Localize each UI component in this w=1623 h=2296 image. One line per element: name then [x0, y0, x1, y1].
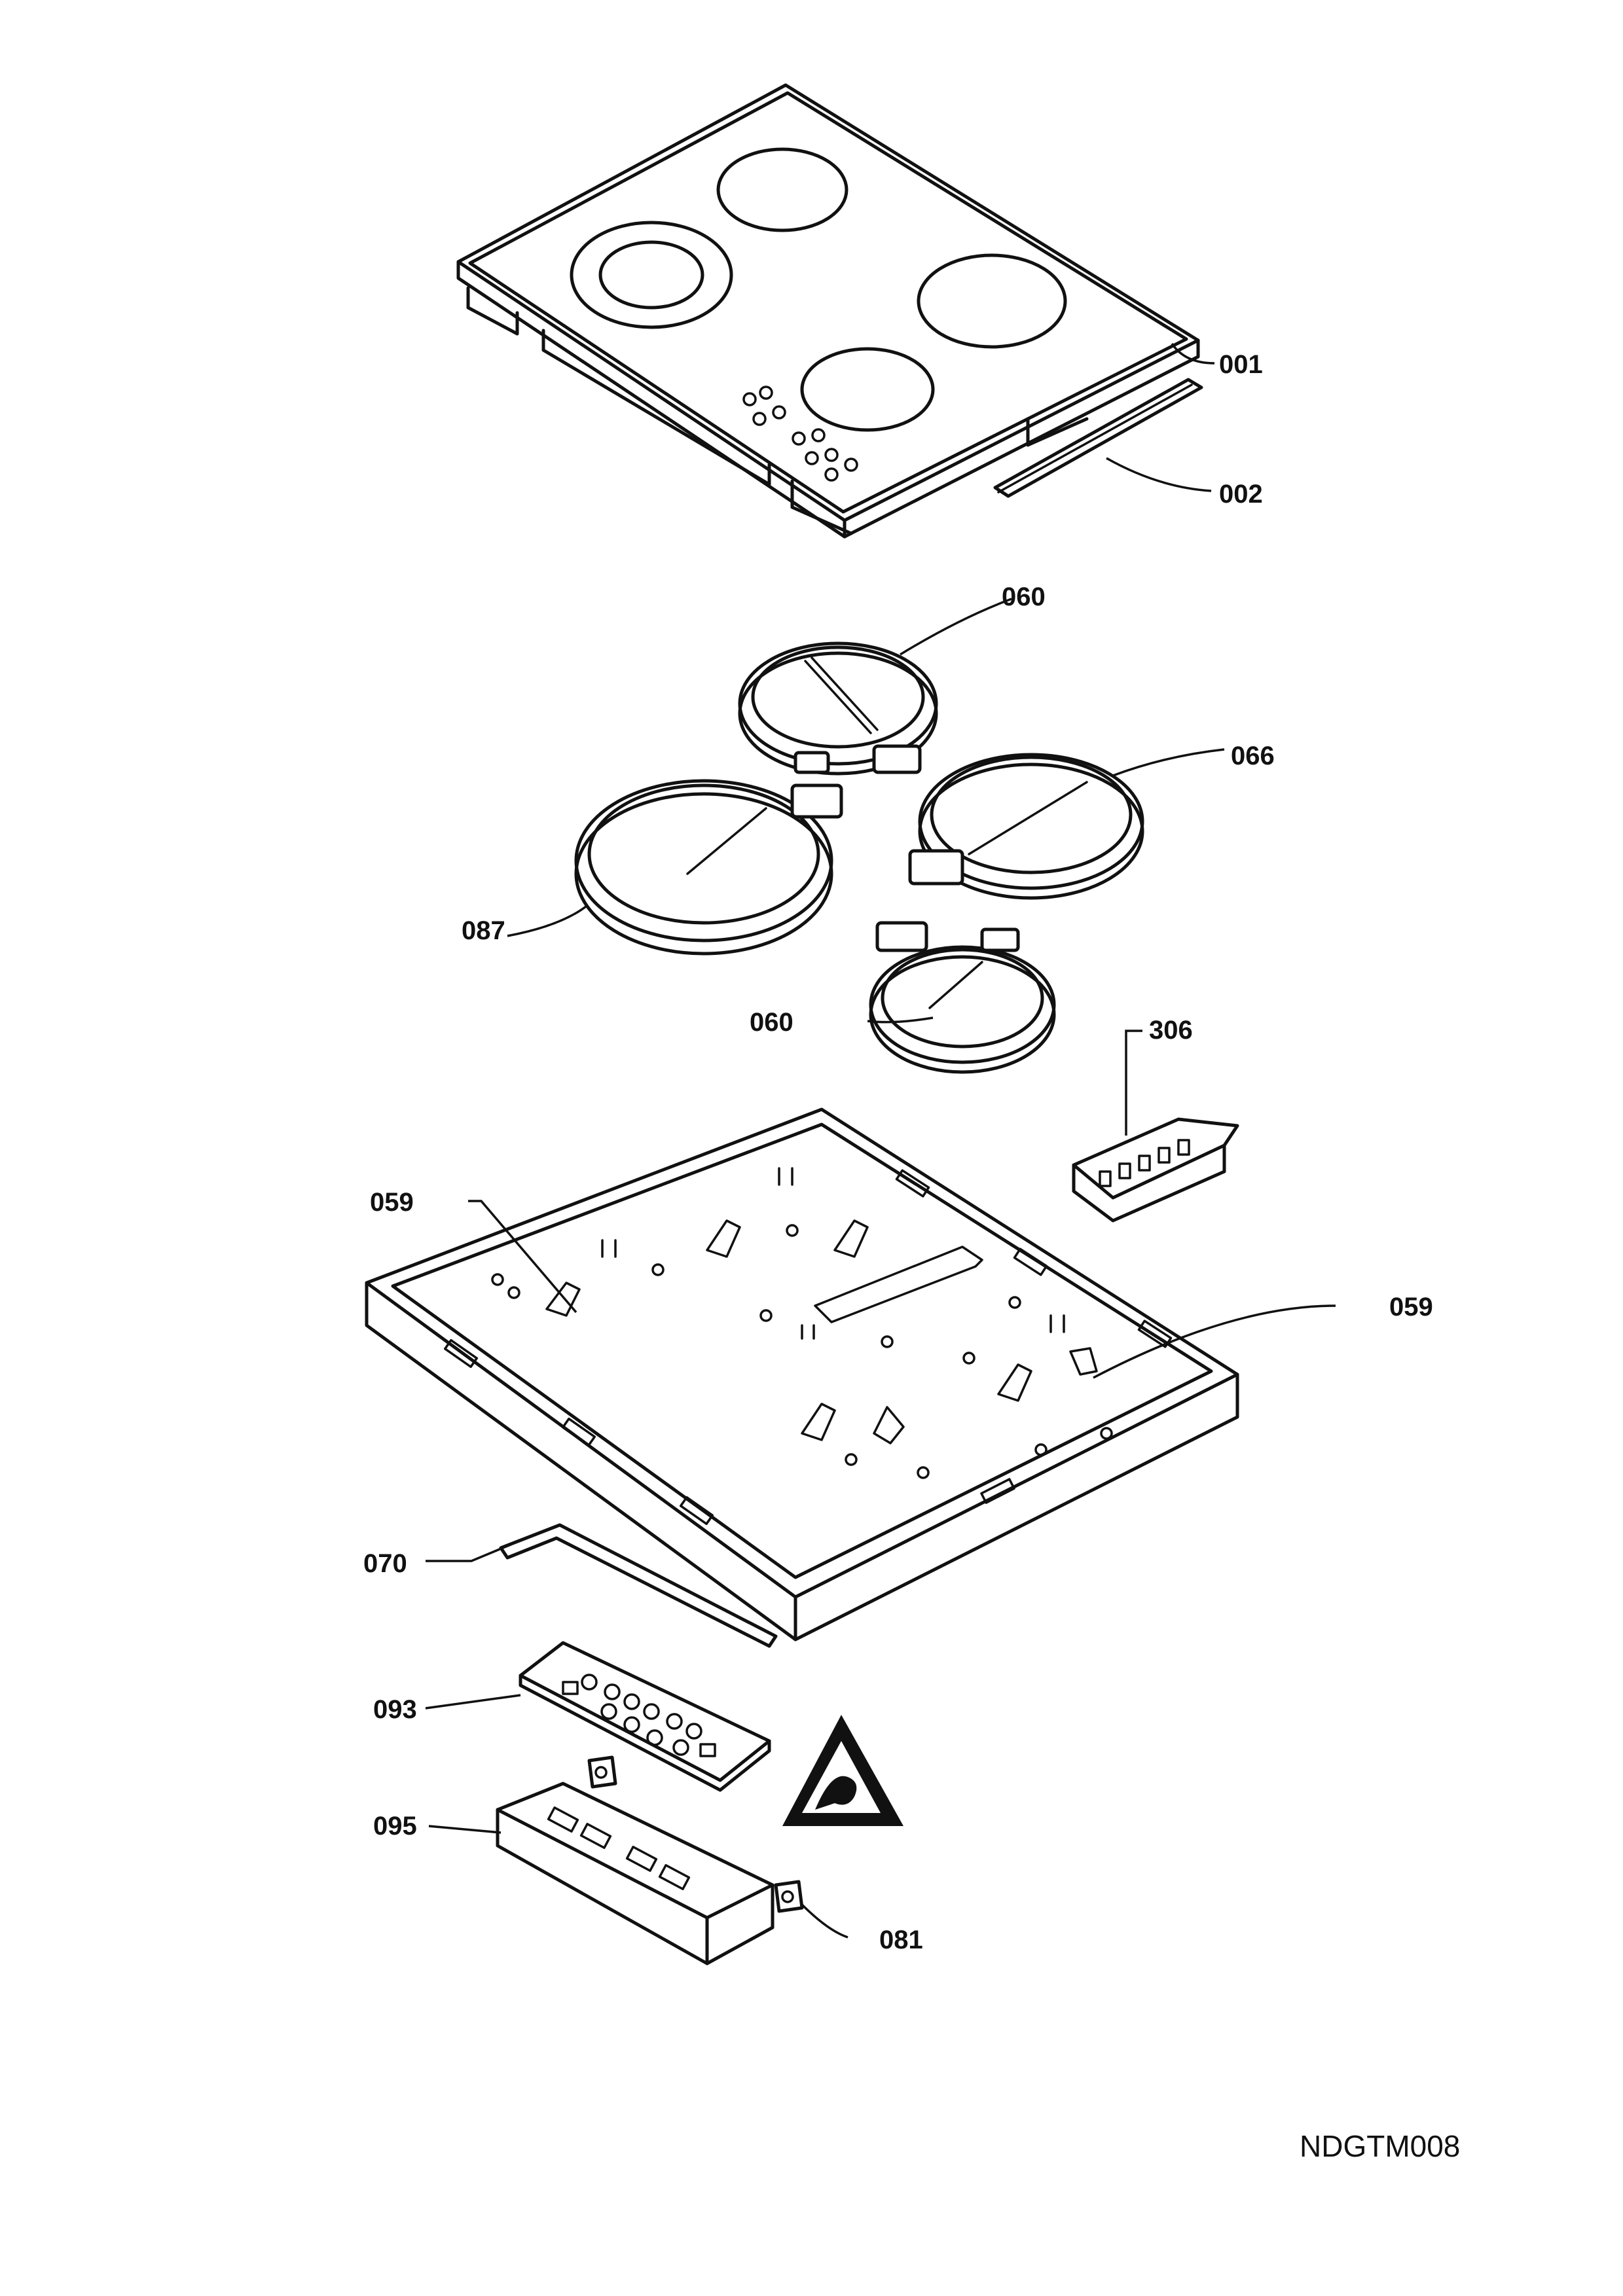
- reference-code: NDGTM008: [1300, 2129, 1460, 2163]
- part-066-heating-element-right: [908, 753, 1144, 900]
- callout-095: 095: [373, 1812, 417, 1840]
- callout-059-left: 059: [370, 1188, 414, 1217]
- callout-060-bottom: 060: [750, 1008, 793, 1037]
- callout-087: 087: [462, 916, 505, 945]
- part-093-control-board: [519, 1641, 771, 1792]
- part-306-terminal-block: [1072, 1117, 1239, 1223]
- callout-081: 081: [879, 1926, 923, 1954]
- callout-066: 066: [1231, 742, 1275, 770]
- part-001-glass-top: [456, 83, 1200, 539]
- callout-060-top: 060: [1002, 583, 1046, 611]
- callout-306: 306: [1149, 1016, 1193, 1045]
- callout-070: 070: [363, 1549, 407, 1578]
- part-070-strip: [499, 1523, 778, 1648]
- leader-lines: [425, 343, 1336, 1939]
- base-tray: [365, 1107, 1239, 1641]
- callout-001: 001: [1219, 350, 1263, 379]
- part-087-heating-element-large: [574, 779, 843, 956]
- part-095-box-housing: [496, 1755, 804, 1965]
- callout-093: 093: [373, 1695, 417, 1724]
- part-060-heating-element-bottom: [869, 921, 1056, 1074]
- part-060-heating-element-top: [738, 641, 938, 776]
- callout-059-right: 059: [1389, 1293, 1433, 1321]
- part-002-seal-strip: [993, 378, 1203, 498]
- callout-002: 002: [1219, 480, 1263, 509]
- esd-warning-icon: [782, 1715, 903, 1826]
